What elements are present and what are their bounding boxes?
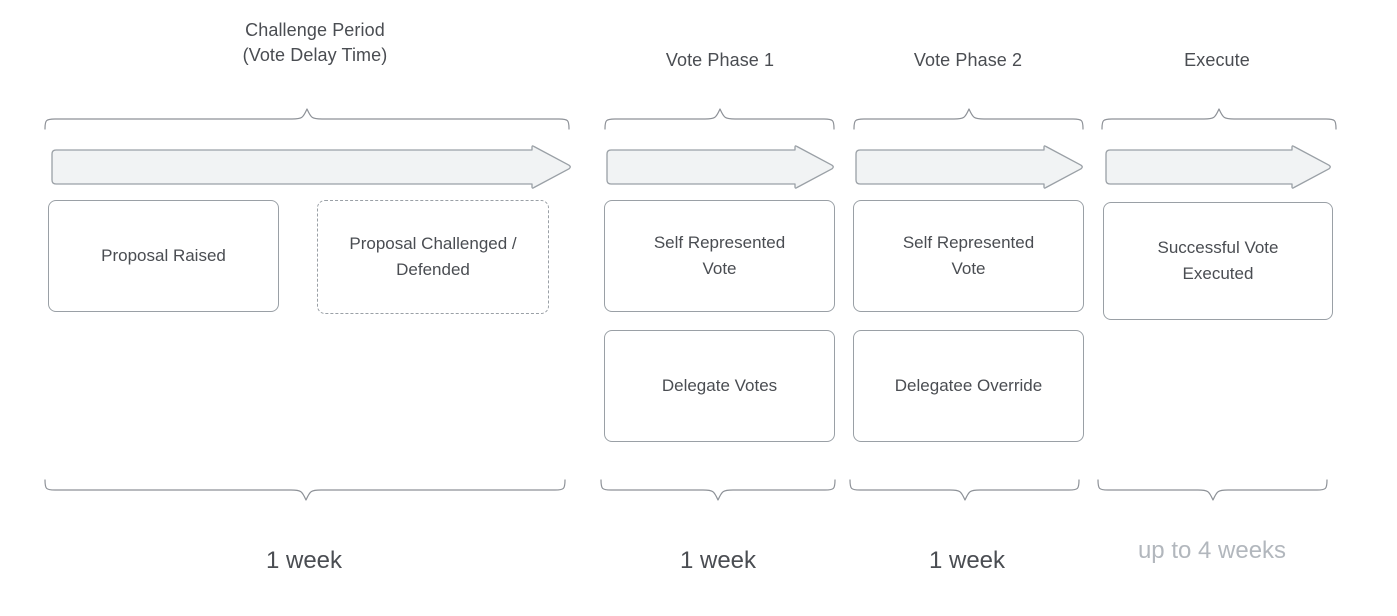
bottom-brace-vote-phase-2: [849, 479, 1080, 501]
node-successful-vote-executed[interactable]: Successful Vote Executed: [1103, 202, 1333, 320]
node-proposal-challenged-defended[interactable]: Proposal Challenged / Defended: [317, 200, 549, 314]
bottom-brace-execute: [1097, 479, 1328, 501]
bottom-brace-challenge-period: [44, 479, 566, 501]
duration-label-challenge-period: 1 week: [265, 547, 343, 574]
top-brace-vote-phase-2: [853, 108, 1084, 130]
node-delegate-votes[interactable]: Delegate Votes: [604, 330, 835, 442]
top-brace-challenge-period: [44, 108, 570, 130]
phase-arrow-challenge-period: [47, 145, 573, 189]
column-title-vote-phase-1: Vote Phase 1: [665, 50, 775, 70]
column-title-challenge-period: Challenge Period (Vote Delay Time): [242, 20, 388, 65]
node-delegatee-override[interactable]: Delegatee Override: [853, 330, 1084, 442]
top-brace-vote-phase-1: [604, 108, 835, 130]
top-brace-execute: [1101, 108, 1337, 130]
duration-label-vote-phase-2: 1 week: [928, 547, 1006, 574]
column-title-execute: Execute: [1184, 50, 1250, 70]
phase-arrow-vote-phase-1: [602, 145, 836, 189]
bottom-brace-vote-phase-1: [600, 479, 836, 501]
duration-label-execute: up to 4 weeks: [1137, 537, 1287, 564]
node-proposal-raised[interactable]: Proposal Raised: [48, 200, 279, 312]
column-title-vote-phase-2: Vote Phase 2: [913, 50, 1023, 70]
duration-label-vote-phase-1: 1 week: [679, 547, 757, 574]
phase-arrow-execute: [1101, 145, 1333, 189]
node-self-represented-vote-1[interactable]: Self Represented Vote: [604, 200, 835, 312]
phase-arrow-vote-phase-2: [851, 145, 1085, 189]
node-self-represented-vote-2[interactable]: Self Represented Vote: [853, 200, 1084, 312]
